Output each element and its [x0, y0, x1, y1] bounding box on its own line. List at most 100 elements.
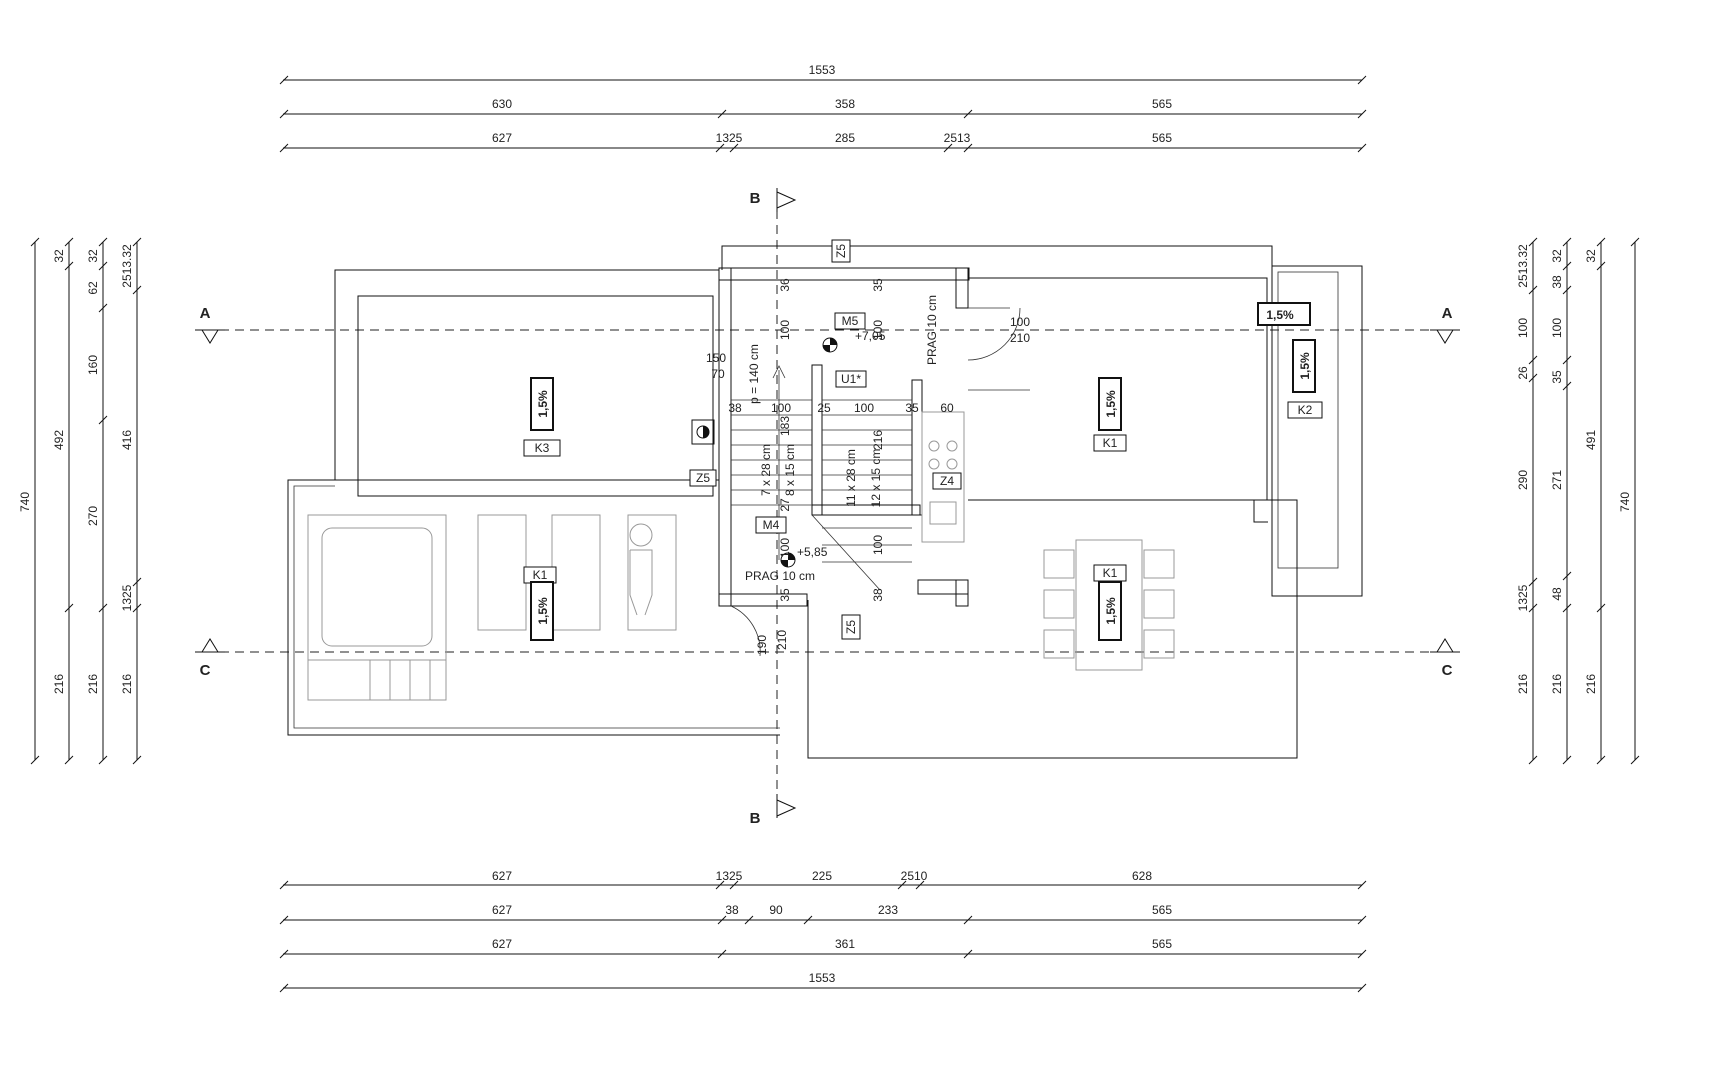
stair-core — [691, 267, 1030, 657]
slope-k2: 1,5% — [1298, 352, 1312, 380]
top-dimensions: 1553 630 358 565 627 1325 285 2513 565 — [279, 63, 1367, 153]
tag-k1-top: K1 — [1103, 436, 1118, 450]
d-100-v2: 100 — [871, 320, 885, 340]
dim-left-270: 270 — [86, 506, 100, 526]
dim-bot-565b: 565 — [1152, 937, 1172, 951]
dim-top-630: 630 — [492, 97, 512, 111]
dim-left-740: 740 — [18, 492, 32, 512]
d-35a: 35 — [905, 401, 919, 415]
d-100-v3: 100 — [778, 538, 792, 558]
tag-z5-top: Z5 — [834, 244, 848, 258]
dim-right-26: 26 — [1516, 366, 1530, 380]
dim-top-627: 627 — [492, 131, 512, 145]
section-a-right: A — [1442, 305, 1453, 322]
annotations: +7,05 +5,85 PRAG 10 cm PRAG 10 cm 7 x 28… — [706, 278, 1030, 655]
d-100b: 100 — [854, 401, 874, 415]
d-216-v: 216 — [871, 430, 885, 450]
dim-left-216b: 216 — [86, 674, 100, 694]
door-210: 210 — [1010, 331, 1030, 345]
dim-top-358: 358 — [835, 97, 855, 111]
tag-z5-bottom: Z5 — [844, 620, 858, 634]
dim-left-416: 416 — [120, 430, 134, 450]
dim-bot-1553: 1553 — [809, 971, 836, 985]
dim-right-100a: 100 — [1516, 318, 1530, 338]
dim-bot-627c: 627 — [492, 937, 512, 951]
p-140: p = 140 cm — [747, 344, 761, 404]
door-100: 100 — [1010, 315, 1030, 329]
stair-12x15: 12 x 15 cm — [869, 449, 883, 508]
stair-11x28: 11 x 28 cm — [844, 449, 858, 507]
dim-bot-90: 90 — [769, 903, 783, 917]
level-top: +7,05 — [855, 329, 886, 343]
building-outlines — [287, 245, 1363, 759]
bottom-dimensions: 627 1325 225 2510 628 627 38 90 233 565 … — [279, 869, 1367, 993]
d-100-v1: 100 — [778, 320, 792, 340]
right-dimensions: 2513.32 100 26 290 1325 216 32 38 100 35… — [1516, 237, 1640, 765]
dim-left-32a: 32 — [52, 249, 66, 263]
tag-u1: U1* — [841, 372, 861, 386]
dim-right-48: 48 — [1550, 587, 1564, 601]
d-25: 25 — [817, 401, 831, 415]
dim-right-216b: 216 — [1550, 674, 1564, 694]
dim-right-100b: 100 — [1550, 318, 1564, 338]
section-c-left: C — [200, 662, 211, 679]
dim-left-160: 160 — [86, 355, 100, 375]
dim-left-216a: 216 — [52, 674, 66, 694]
d-70: 70 — [711, 367, 725, 381]
tag-m4: M4 — [763, 518, 780, 532]
dim-left-62: 62 — [86, 281, 100, 295]
section-lines: A A C C B B — [195, 188, 1460, 827]
tag-z5-left: Z5 — [696, 471, 710, 485]
stair-7x28: 7 x 28 cm — [759, 444, 773, 496]
slope-k3: 1,5% — [536, 390, 550, 418]
dim-left-1325: 1325 — [120, 584, 134, 611]
dim-right-271: 271 — [1550, 470, 1564, 490]
stair-8x15: 8 x 15 cm — [783, 444, 797, 496]
section-c-right: C — [1442, 662, 1453, 679]
dim-right-32a: 32 — [1550, 249, 1564, 263]
dim-bot-565a: 565 — [1152, 903, 1172, 917]
d-60: 60 — [940, 401, 954, 415]
dim-top-1325: 1325 — [716, 131, 743, 145]
dim-bot-38: 38 — [725, 903, 739, 917]
d-35-v: 35 — [778, 588, 792, 602]
section-b-top: B — [750, 190, 761, 207]
prag-top: PRAG 10 cm — [925, 295, 939, 365]
dim-bot-627a: 627 — [492, 869, 512, 883]
dim-top-565b: 565 — [1152, 131, 1172, 145]
dim-right-491: 491 — [1584, 430, 1598, 450]
dim-bot-361: 361 — [835, 937, 855, 951]
d-183: 183 — [778, 416, 792, 436]
dim-left-2513: 2513.32 — [120, 244, 134, 288]
left-dimensions: 740 32 492 216 32 62 160 270 216 2513.32… — [18, 237, 142, 765]
tag-k2: K2 — [1298, 403, 1313, 417]
dim-top-285: 285 — [835, 131, 855, 145]
slope-k1-top: 1,5% — [1104, 390, 1118, 418]
d-38-v: 38 — [871, 588, 885, 602]
dim-bot-627b: 627 — [492, 903, 512, 917]
dim-left-216c: 216 — [120, 674, 134, 694]
furniture — [307, 514, 1175, 701]
slope-markers: 1,5% 1,5% 1,5% 1,5% 1,5% 1,5% — [530, 302, 1316, 641]
dim-bot-628: 628 — [1132, 869, 1152, 883]
d-150: 150 — [706, 351, 726, 365]
dim-right-2513: 2513.32 — [1516, 244, 1530, 288]
d-38: 38 — [728, 401, 742, 415]
dim-bot-2510: 2510 — [901, 869, 928, 883]
slope-k2-horizontal: 1,5% — [1266, 308, 1294, 322]
dim-bot-1325: 1325 — [716, 869, 743, 883]
slope-k1-right: 1,5% — [1104, 597, 1118, 625]
room-tags: Z5 M5 U1* Z5 Z4 M4 Z5 K3 K1 K1 K1 K2 — [523, 239, 1323, 640]
dim-top-2513: 2513 — [944, 131, 971, 145]
dim-bot-233: 233 — [878, 903, 898, 917]
dim-right-290: 290 — [1516, 470, 1530, 490]
dim-right-35: 35 — [1550, 370, 1564, 384]
d-36: 36 — [778, 278, 792, 292]
d-27: 27 — [778, 498, 792, 512]
section-a-left: A — [200, 305, 211, 322]
dim-right-216a: 216 — [1516, 674, 1530, 694]
dim-right-38: 38 — [1550, 275, 1564, 289]
dim-top-565a: 565 — [1152, 97, 1172, 111]
dim-right-740: 740 — [1618, 492, 1632, 512]
